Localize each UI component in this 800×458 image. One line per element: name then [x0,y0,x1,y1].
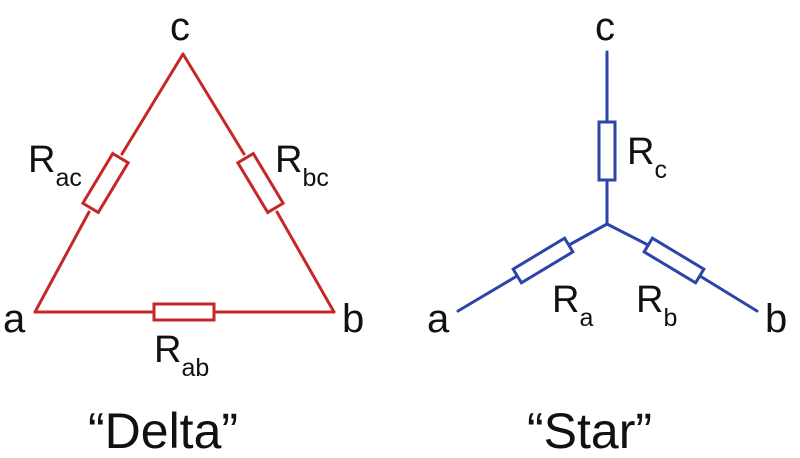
star-resistor-c [597,120,617,182]
delta-resistor-ac [80,151,131,215]
delta-network [33,52,336,322]
delta-node-c-label: c [170,5,190,49]
delta-resistor-bc-symbol: R [275,139,302,181]
delta-resistor-ac-label: Rac [28,139,82,192]
star-wire-a-outer [456,274,519,313]
star-resistor-b-subscript: b [663,304,677,332]
delta-resistor-bc [235,151,286,215]
star-resistor-a [511,236,575,285]
star-resistor-b [642,236,706,285]
delta-resistor-ab [152,302,216,322]
delta-resistor-bc-subscript: bc [302,164,328,192]
star-resistor-a-label: Ra [552,279,593,332]
star-wire-b-inner [605,222,650,247]
star-resistor-c-subscript: c [654,156,667,184]
delta-resistor-ab-subscript: ab [181,354,209,382]
star-wire-a-inner [567,222,609,247]
delta-resistor-ac-symbol: R [28,139,55,181]
star-wire-b-outer [698,274,759,313]
delta-resistor-ab-label: Rab [154,329,209,382]
star-resistor-b-symbol: R [636,279,663,321]
star-node-c-label: c [595,5,615,49]
delta-resistor-bc-label: Rbc [275,139,329,192]
delta-resistor-ab-symbol: R [154,329,181,371]
delta-node-b-label: b [342,297,364,341]
delta-wire-bc-upper [181,52,246,156]
star-resistor-a-subscript: a [579,304,593,332]
star-network [456,50,759,313]
delta-resistor-ac-subscript: ac [55,164,81,192]
star-resistor-c-symbol: R [627,131,654,173]
star-caption: “Star” [527,403,652,453]
delta-caption: “Delta” [88,403,238,453]
star-node-a-label: a [427,297,450,341]
delta-wire-ac-lower [33,210,91,314]
delta-wire-bc-lower [275,210,336,314]
star-resistor-c-label: Rc [627,131,667,184]
delta-wire-ac-upper [120,52,185,156]
star-resistor-b-label: Rb [636,279,677,332]
star-resistor-a-symbol: R [552,279,579,321]
star-node-b-label: b [765,297,787,341]
delta-node-a-label: a [3,297,26,341]
